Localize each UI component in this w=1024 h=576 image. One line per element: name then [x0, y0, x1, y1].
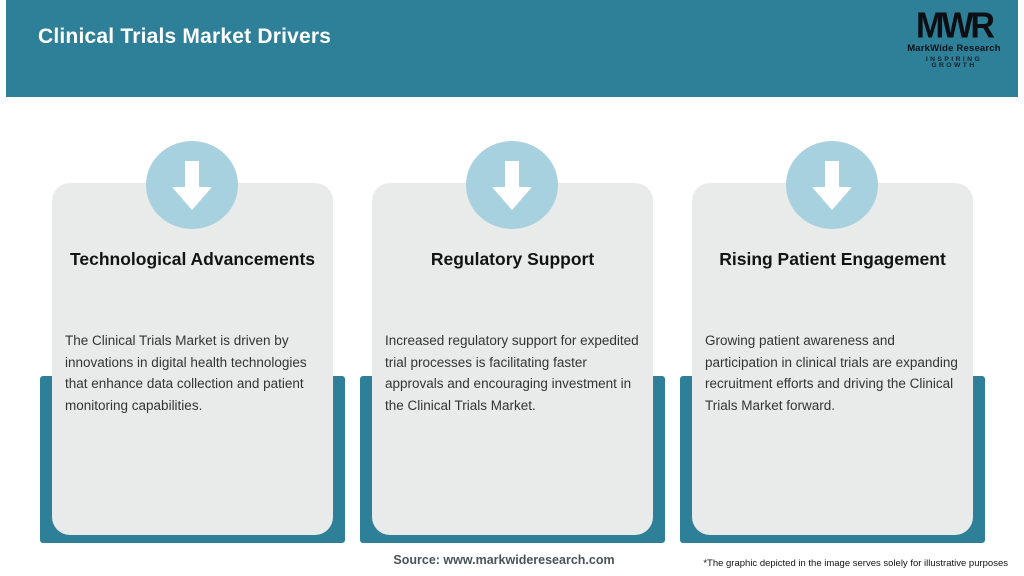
driver-card: Technological Advancements The Clinical …	[52, 183, 333, 535]
disclaimer-note: *The graphic depicted in the image serve…	[703, 558, 1008, 569]
driver-title: Rising Patient Engagement	[719, 249, 946, 269]
driver-card: Regulatory Support Increased regulatory …	[372, 183, 653, 535]
header-bar: Clinical Trials Market Drivers MWR MarkW…	[6, 0, 1018, 97]
driver-description: Increased regulatory support for expedit…	[385, 333, 639, 413]
driver-title: Technological Advancements	[69, 249, 316, 269]
logo-tagline: INSPIRING GROWTH	[925, 55, 983, 70]
driver-description: Growing patient awareness and participat…	[705, 333, 958, 413]
brand-logo: MWR MarkWide Research INSPIRING GROWTH	[902, 6, 1006, 70]
arrow-badge	[786, 141, 878, 229]
driver-description: The Clinical Trials Market is driven by …	[65, 333, 307, 413]
arrow-down-icon	[810, 156, 854, 214]
arrow-down-icon	[170, 156, 214, 214]
driver-title: Regulatory Support	[430, 249, 595, 269]
arrow-badge	[466, 141, 558, 229]
logo-monogram: MWR	[916, 6, 995, 46]
driver-card: Rising Patient Engagement Growing patien…	[692, 183, 973, 535]
logo-name: MarkWide Research	[907, 43, 1001, 54]
arrow-down-icon	[490, 156, 534, 214]
arrow-badge	[146, 141, 238, 229]
page-title: Clinical Trials Market Drivers	[38, 25, 332, 48]
source-line: Source: www.markwideresearch.com	[393, 553, 615, 567]
